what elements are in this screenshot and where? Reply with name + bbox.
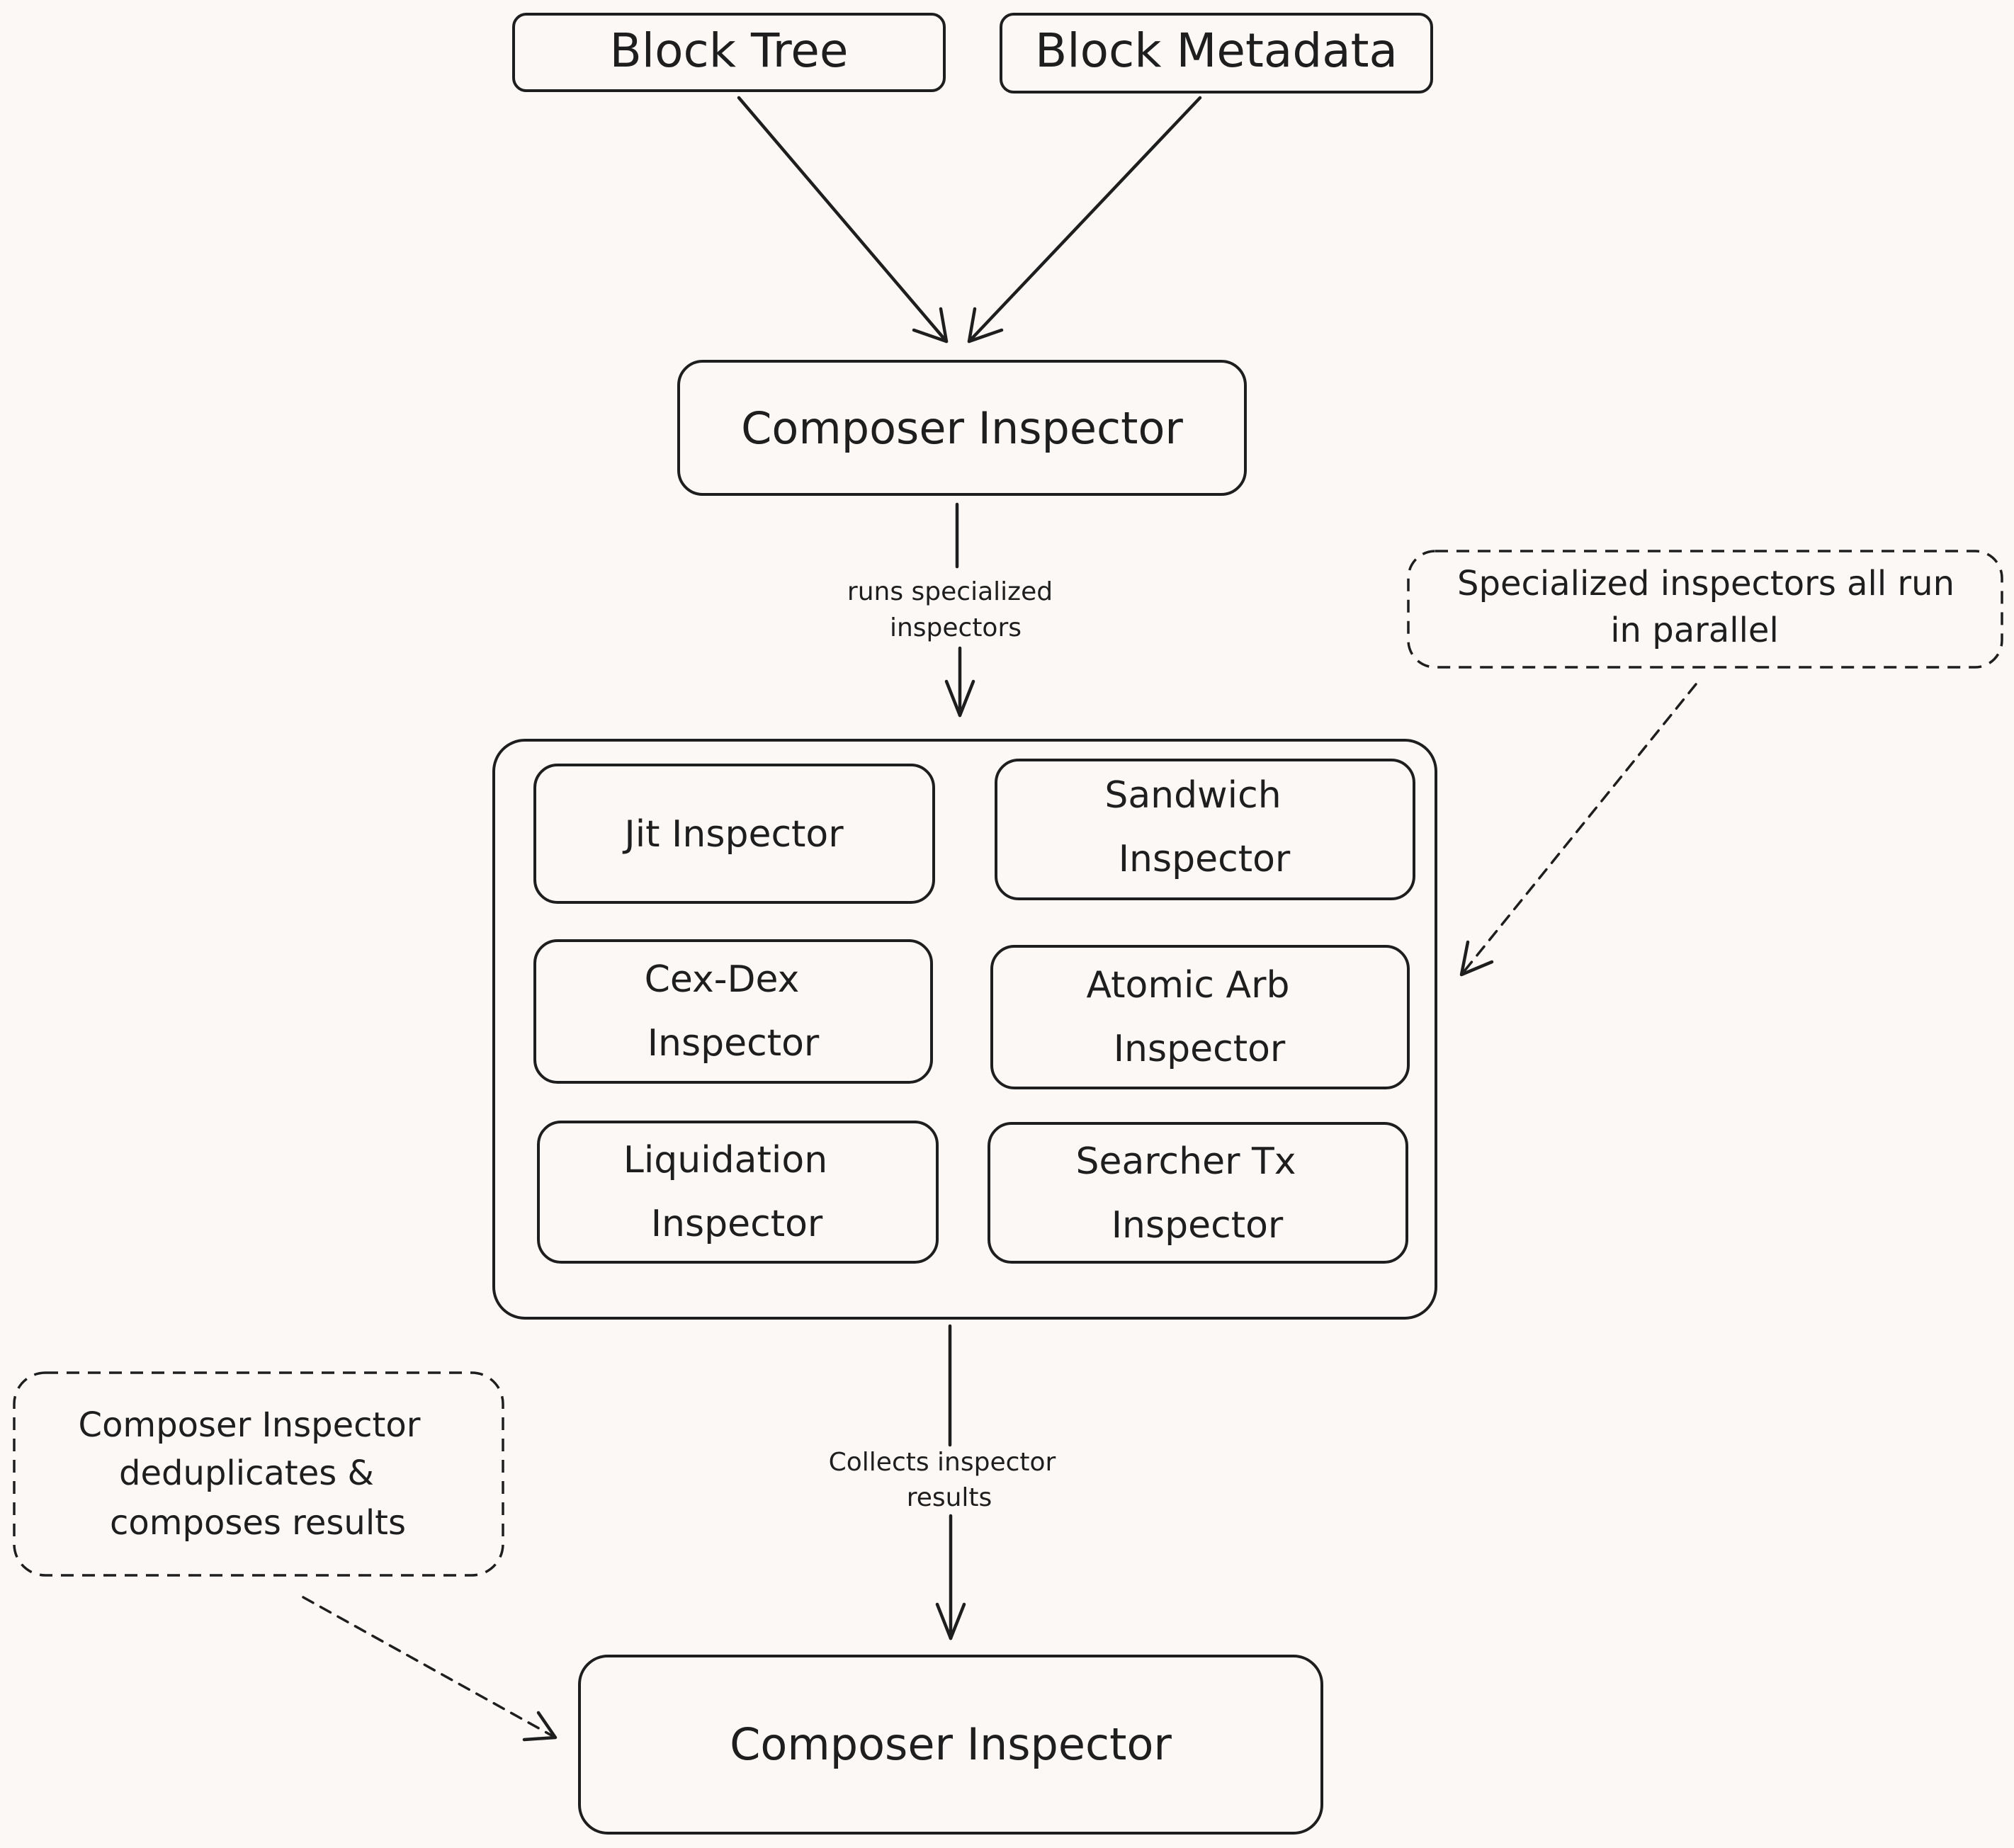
sandwich-inspector-label-line-2: Inspector — [1119, 838, 1291, 880]
note-dedup-line-2: deduplicates & — [119, 1453, 374, 1493]
liquidation-inspector-label-line-1: Liquidation — [623, 1139, 827, 1181]
note-dedup-line-3: composes results — [110, 1503, 406, 1543]
sandwich-inspector-node[interactable]: Sandwich Inspector — [995, 759, 1415, 900]
liquidation-inspector-label-line-2: Inspector — [651, 1203, 823, 1245]
edge-collects-label-line-2: results — [907, 1483, 992, 1512]
searcher-tx-inspector-label-line-1: Searcher Tx — [1075, 1140, 1296, 1183]
block-metadata-node[interactable]: Block Metadata — [1000, 13, 1433, 93]
edge-runs-label-line-1: runs specialized — [847, 577, 1053, 606]
block-tree-node[interactable]: Block Tree — [512, 13, 946, 92]
specialized-inspectors-group — [492, 739, 1437, 1320]
block-tree-label: Block Tree — [610, 23, 849, 78]
sandwich-inspector-label-line-1: Sandwich — [1104, 774, 1281, 817]
edge-runs-label-line-2: inspectors — [890, 613, 1022, 642]
edge-note-parallel-to-group — [1459, 683, 1697, 977]
cex-dex-inspector-node[interactable]: Cex-Dex Inspector — [533, 939, 933, 1084]
edge-composer-to-specialized: runs specialized inspectors — [847, 502, 1053, 718]
note-dedup: Composer Inspector deduplicates & compos… — [13, 1371, 504, 1577]
searcher-tx-inspector-node[interactable]: Searcher Tx Inspector — [988, 1122, 1408, 1264]
edge-block-tree-to-composer — [737, 96, 949, 344]
note-parallel-line-1: Specialized inspectors all run — [1457, 564, 1954, 603]
atomic-arb-inspector-node[interactable]: Atomic Arb Inspector — [990, 945, 1410, 1089]
composer-inspector-bottom-label: Composer Inspector — [730, 1718, 1172, 1770]
liquidation-inspector-node[interactable]: Liquidation Inspector — [537, 1121, 939, 1264]
edge-specialized-to-composer: Collects inspector results — [829, 1324, 1056, 1640]
atomic-arb-inspector-label-line-1: Atomic Arb — [1086, 964, 1289, 1007]
composer-inspector-top[interactable]: Composer Inspector — [677, 360, 1247, 496]
jit-inspector-node[interactable]: Jit Inspector — [533, 764, 935, 904]
cex-dex-inspector-label-line-2: Inspector — [647, 1022, 820, 1065]
cex-dex-inspector-label-line-1: Cex-Dex — [645, 958, 800, 1001]
block-metadata-label: Block Metadata — [1035, 23, 1398, 78]
note-parallel-line-2: in parallel — [1610, 611, 1779, 650]
atomic-arb-inspector-label-line-2: Inspector — [1114, 1028, 1286, 1070]
note-parallel: Specialized inspectors all run in parall… — [1407, 550, 2003, 669]
edge-collects-label-line-1: Collects inspector — [829, 1448, 1056, 1477]
edge-note-dedup-to-composer — [302, 1596, 558, 1742]
note-dedup-line-1: Composer Inspector — [79, 1405, 421, 1445]
edge-block-metadata-to-composer — [967, 96, 1202, 344]
composer-inspector-bottom[interactable]: Composer Inspector — [578, 1655, 1323, 1835]
composer-inspector-top-label: Composer Inspector — [741, 402, 1183, 454]
jit-inspector-label: Jit Inspector — [622, 813, 844, 856]
searcher-tx-inspector-label-line-2: Inspector — [1111, 1204, 1284, 1247]
